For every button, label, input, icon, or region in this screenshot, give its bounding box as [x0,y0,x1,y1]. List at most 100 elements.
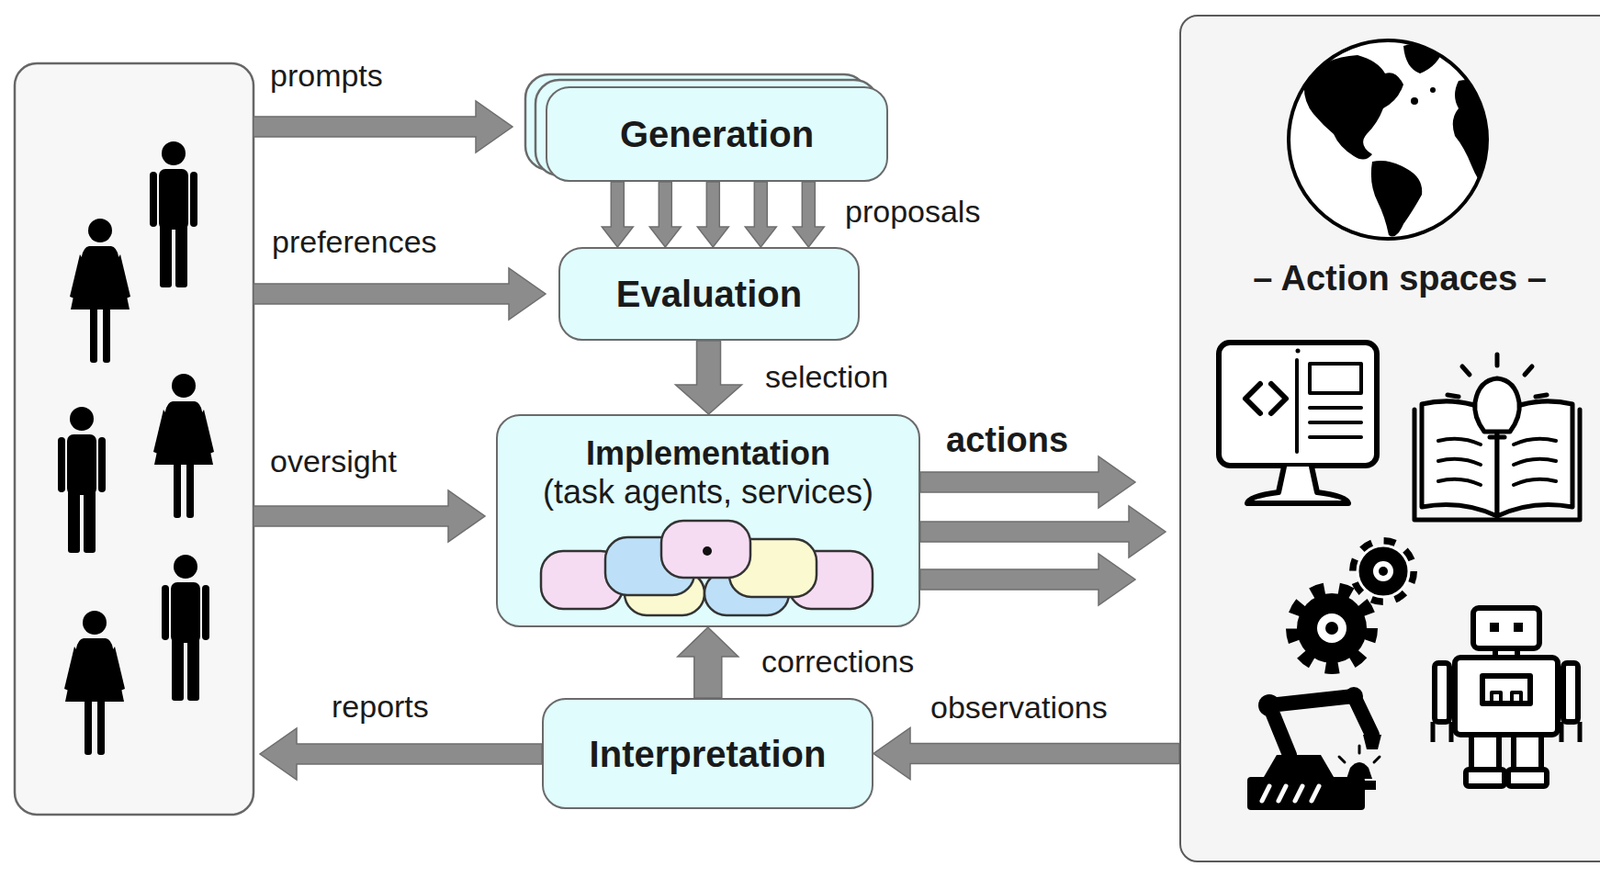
computer-code-icon [1271,383,1286,414]
robot-icon [1432,721,1580,743]
flow-arrow [601,181,824,248]
node-title: Generation [619,113,814,155]
book-idea-icon [1447,394,1459,397]
arrow-shape [601,181,633,248]
robot-icon [1432,608,1580,787]
globe-icon [1288,40,1490,239]
arrow-shape [920,506,1166,558]
agent-blobs [729,539,817,598]
node-title: Implementation [497,434,919,474]
implementation-box: Implementation(task agents, services) [495,414,921,628]
robot-arm-icon [1258,694,1281,717]
arrow-shape [676,340,743,415]
flow-arrow [677,627,739,699]
input-arrows [253,268,546,320]
person-icons [69,218,131,363]
interpretation-box: Interpretation [541,698,874,810]
robot-arm-icon [1363,734,1382,750]
globe-icon [1403,42,1444,74]
book-idea-icon [1524,366,1533,375]
arrow-shape [744,181,777,248]
computer-code-icon [1218,342,1377,466]
computer-code-icon [1309,363,1362,394]
robot-arm-icon [1269,696,1373,755]
flow-arrow [676,340,743,415]
robot-icon [1513,734,1542,772]
computer-code-icon [1295,360,1299,452]
agent-blobs [540,520,873,616]
robot-icon [1508,769,1547,787]
robot-arm-icon [1339,756,1345,763]
robot-arm-icon [1263,754,1334,778]
computer-code-icon [1247,466,1349,504]
globe-icon [1453,79,1490,193]
arrow-shape [792,181,824,248]
computer-code-icon [1295,349,1301,354]
flow-label: preferences [271,224,438,260]
flow-arrow [920,456,1166,606]
node-title: Evaluation [616,273,802,315]
edge-label: observations [930,689,1108,726]
robot-arm-icon [1342,780,1376,790]
book-idea-icon [1475,378,1521,432]
node-title: Interpretation [589,733,827,775]
globe-icon [1410,97,1419,105]
gears-icon [1296,593,1367,664]
flow-arrow [873,728,1180,780]
book-idea-icon [1495,354,1500,366]
flow-label: reports [331,688,429,725]
agent-blobs [540,551,623,609]
computer-code-icon [1309,405,1362,410]
computer-code-icon [1245,383,1261,414]
node-title: – Action spaces – [1181,259,1600,300]
book-idea-icon [1414,354,1580,520]
gears-icon [1357,545,1409,598]
robot-icon [1465,769,1505,787]
gears-icon [1354,542,1412,600]
robot-arm-icon [1374,756,1380,763]
robot-icon [1491,692,1522,704]
agent-blobs [624,571,705,616]
robot-icon [1471,734,1499,772]
arrow-shape [649,181,681,248]
robot-arm-icon [1339,745,1380,763]
book-idea-icon [1489,435,1505,440]
edge-label: corrections [761,643,914,680]
robot-icon [1434,663,1450,722]
agent-blobs [661,520,751,578]
node-subtitle: (task agents, services) [497,473,919,512]
robot-icon [1489,622,1499,632]
book-idea-icon [1438,439,1481,485]
robot-icon [1513,622,1523,632]
generation-box: Generation [545,86,889,182]
robot-arm-icon [1358,745,1362,754]
gears-icon [1293,589,1371,667]
book-idea-icon [1513,439,1556,485]
book-idea-icon [1414,409,1580,520]
edge-label: selection [765,359,889,395]
globe-icon [1304,42,1490,237]
person-icons [153,373,215,519]
robot-arm-icon [1247,687,1382,811]
robot-icon [1563,663,1578,722]
arrow-shape [873,728,1180,780]
robot-icon [1482,676,1531,704]
book-idea-icon [1421,401,1498,517]
gears-icon [1378,566,1388,576]
robot-arm-icon [1247,777,1365,811]
robot-arm-icon [1344,687,1364,706]
robot-arm-icon [1278,786,1286,801]
globe-icon [1430,87,1436,93]
globe-icon [1304,55,1404,160]
robot-icon [1454,657,1558,735]
globe-icon [1288,40,1488,239]
arrow-shape [677,627,739,699]
people-panel [14,63,254,815]
robot-icon [1473,608,1540,649]
evaluation-box: Evaluation [558,247,860,341]
flow-label: oversight [270,443,397,480]
gears-icon [1293,542,1412,667]
person-icons [64,610,125,755]
person-icons [161,554,210,701]
robot-arm-icon [1261,786,1270,801]
